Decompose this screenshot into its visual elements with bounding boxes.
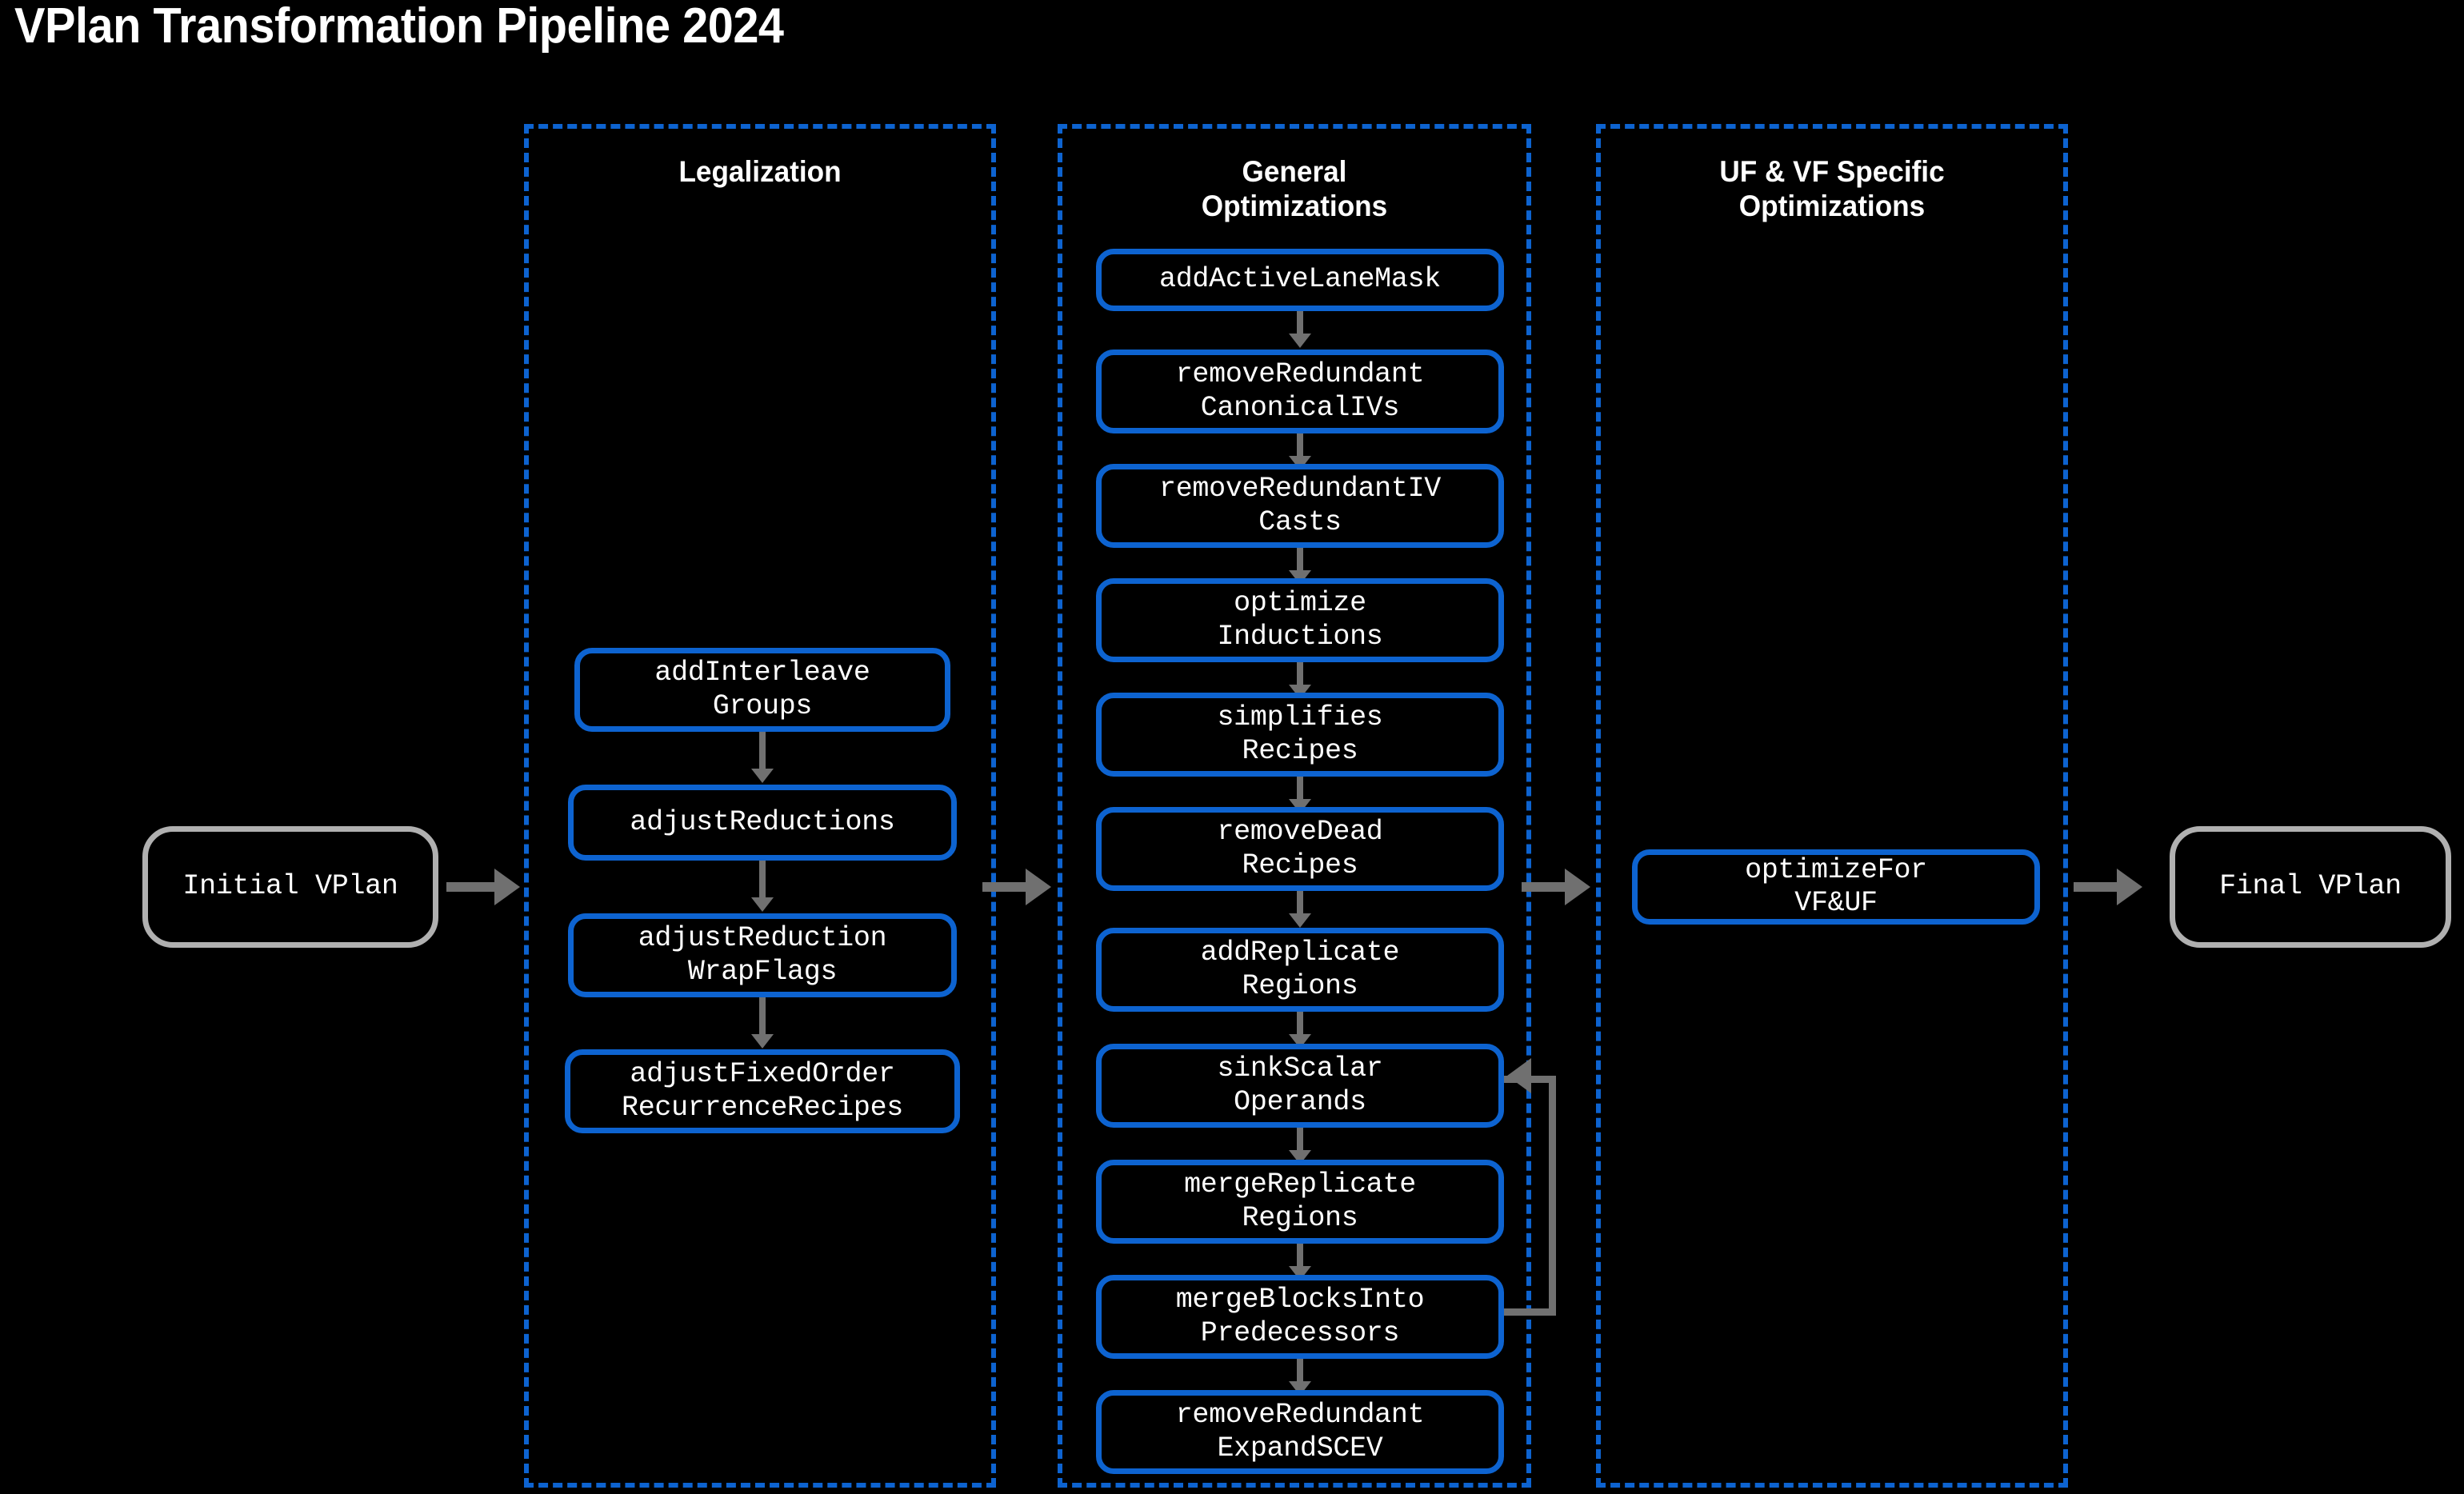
edge-sinkscalaroperands-to-mergereplicateregions — [1297, 1128, 1303, 1152]
node-optimizeinductions[interactable]: optimize Inductions — [1096, 578, 1504, 662]
node-final-vplan[interactable]: Final VPlan — [2170, 826, 2451, 948]
edge-addreplicateregions-to-sinkscalaroperands — [1297, 1012, 1303, 1036]
edge-optimizeinductions-to-simplifiesrecipes — [1297, 662, 1303, 686]
node-adjustreductions[interactable]: adjustReductions — [568, 785, 957, 861]
node-adjustfixedorderrecurrencerecipes[interactable]: adjustFixedOrder RecurrenceRecipes — [565, 1049, 960, 1133]
node-initial-vplan[interactable]: Initial VPlan — [142, 826, 438, 948]
edge-feedback-arrowhead — [1507, 1058, 1531, 1093]
cluster-general-optimizations-title: General Optimizations — [1201, 155, 1388, 222]
edge-removeredundantcanonicalivs-to-removeredundantivcasts — [1297, 433, 1303, 457]
node-sinkscalaroperands[interactable]: sinkScalar Operands — [1096, 1044, 1504, 1128]
node-addreplicateregions[interactable]: addReplicate Regions — [1096, 928, 1504, 1012]
node-removedeadrecipes[interactable]: removeDead Recipes — [1096, 807, 1504, 891]
cluster-uf-vf-specific-optimizations-title: UF & VF Specific Optimizations — [1719, 155, 1945, 222]
edge-removedeadrecipes-to-addreplicateregions — [1297, 891, 1303, 915]
node-mergeblocksintopredecessors[interactable]: mergeBlocksInto Predecessors — [1096, 1275, 1504, 1359]
edge-addinterleavegroups-to-adjustreductions — [759, 732, 766, 770]
edge-general-to-ufvf — [1522, 882, 1566, 892]
node-simplifiesrecipes[interactable]: simplifies Recipes — [1096, 693, 1504, 777]
edge-ufvf-to-final — [2074, 882, 2118, 892]
edge-addactivelanemask-to-removeredundantcanonicalivs — [1297, 311, 1303, 335]
node-addactivelanemask[interactable]: addActiveLaneMask — [1096, 249, 1504, 311]
edge-legalization-to-general — [982, 882, 1027, 892]
node-optimizeforvfuf[interactable]: optimizeFor VF&UF — [1632, 849, 2040, 925]
edge-feedback-mergeblocks-to-sinkscalar — [1504, 1076, 1556, 1316]
edge-mergeblocksintopredecessors-to-removeredundantexpandscev — [1297, 1359, 1303, 1383]
node-mergereplicateregions[interactable]: mergeReplicate Regions — [1096, 1160, 1504, 1244]
cluster-legalization: Legalization — [524, 124, 996, 1488]
node-removeredundantivcasts[interactable]: removeRedundantIV Casts — [1096, 464, 1504, 548]
page-title: VPlan Transformation Pipeline 2024 — [14, 0, 784, 54]
node-removeredundantcanonicalivs[interactable]: removeRedundant CanonicalIVs — [1096, 350, 1504, 433]
edge-removeredundantivcasts-to-optimizeinductions — [1297, 548, 1303, 572]
edge-initial-to-legalization — [446, 882, 496, 892]
node-removeredundantexpandscev[interactable]: removeRedundant ExpandSCEV — [1096, 1390, 1504, 1474]
cluster-legalization-title: Legalization — [678, 155, 842, 188]
node-adjustreductionwrapflags[interactable]: adjustReduction WrapFlags — [568, 913, 957, 997]
edge-simplifiesrecipes-to-removedeadrecipes — [1297, 777, 1303, 801]
cluster-general-optimizations: General Optimizations — [1058, 124, 1531, 1488]
cluster-uf-vf-specific-optimizations: UF & VF Specific Optimizations — [1596, 124, 2068, 1488]
node-addinterleavegroups[interactable]: addInterleave Groups — [574, 648, 950, 732]
edge-mergereplicateregions-to-mergeblocksintopredecessors — [1297, 1244, 1303, 1268]
edge-adjustreductions-to-adjustreductionwrapflags — [759, 861, 766, 899]
edge-adjustreductionwrapflags-to-adjustfixedorder — [759, 997, 766, 1036]
